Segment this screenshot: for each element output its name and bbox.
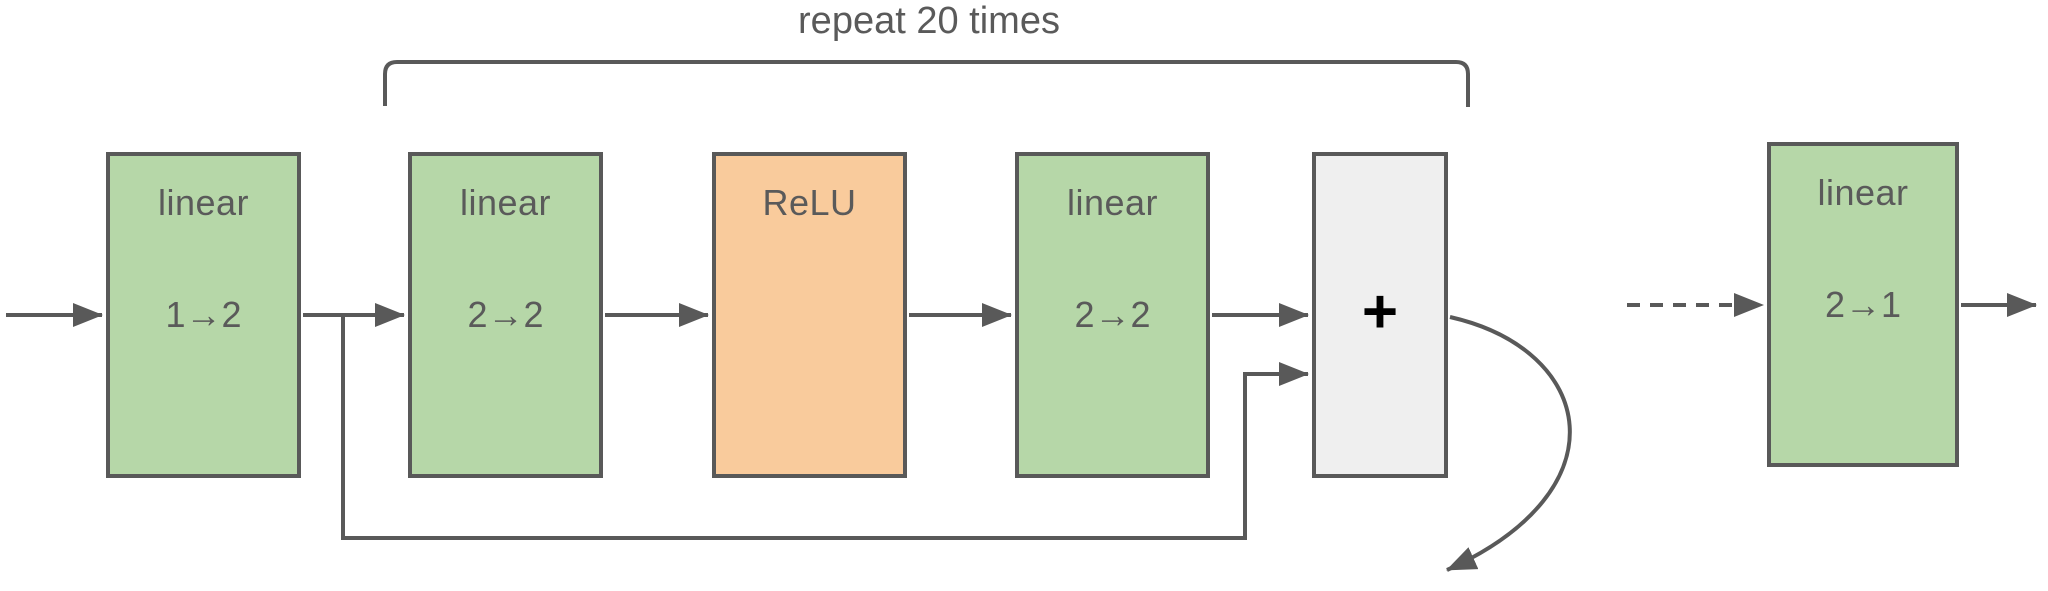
sum-block: + xyxy=(1312,152,1448,478)
residual-loop-arrow xyxy=(1446,315,1572,572)
linear-block-2-dims: 2→2 xyxy=(467,294,544,335)
repeat-bracket xyxy=(383,60,1470,107)
linear-block-4-dims: 2→1 xyxy=(1824,283,1902,325)
linear-block-1: linear 1→2 xyxy=(106,152,301,478)
skip-connection-arrow xyxy=(341,315,1309,540)
linear-block-4-label: linear xyxy=(1817,172,1909,213)
relu-block-label: ReLU xyxy=(762,182,857,223)
linear-block-3: linear 2→2 xyxy=(1015,152,1210,478)
plus-icon: + xyxy=(1361,277,1399,347)
linear-block-3-label: linear xyxy=(1066,182,1159,223)
relu-block: ReLU xyxy=(712,152,907,478)
linear-block-1-dims: 1→2 xyxy=(165,294,242,335)
linear-block-1-label: linear xyxy=(157,182,250,223)
linear-block-2-label: linear xyxy=(459,182,552,223)
linear-block-3-dims: 2→2 xyxy=(1074,294,1151,335)
linear-block-4: linear 2→1 xyxy=(1767,142,1959,467)
linear-block-2: linear 2→2 xyxy=(408,152,603,478)
repeat-annotation: repeat 20 times xyxy=(798,0,1060,42)
